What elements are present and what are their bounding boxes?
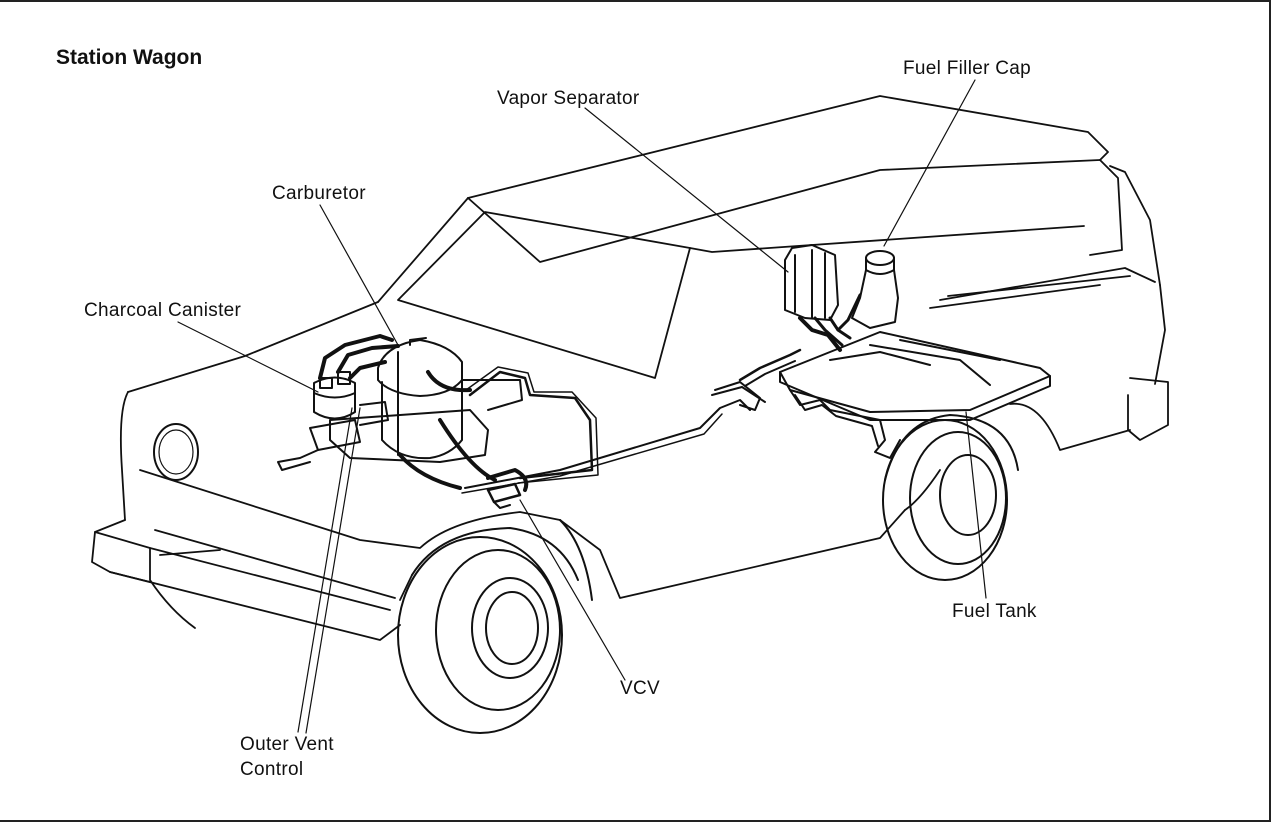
label-fuel-tank: Fuel Tank [952, 601, 1037, 622]
car-body [91, 95, 1169, 641]
label-fuel-filler-cap: Fuel Filler Cap [903, 58, 1032, 79]
frame-top [0, 0, 1271, 2]
fuel-system [711, 244, 1051, 459]
frame-bottom [0, 820, 1271, 822]
front-wheel [397, 519, 593, 734]
label-vcv: VCV [620, 678, 660, 699]
diagram-title: Station Wagon [56, 46, 203, 69]
rear-wheel [882, 414, 1019, 581]
label-charcoal-canister: Charcoal Canister [84, 300, 242, 321]
label-outer-vent-control-line2: Control [240, 759, 304, 780]
label-carburetor: Carburetor [272, 183, 366, 204]
leader-lines [177, 79, 987, 734]
frame-right [1269, 0, 1271, 822]
label-outer-vent-control-line1: Outer Vent [240, 734, 334, 755]
label-vapor-separator: Vapor Separator [497, 88, 640, 109]
engine-components [277, 334, 751, 509]
